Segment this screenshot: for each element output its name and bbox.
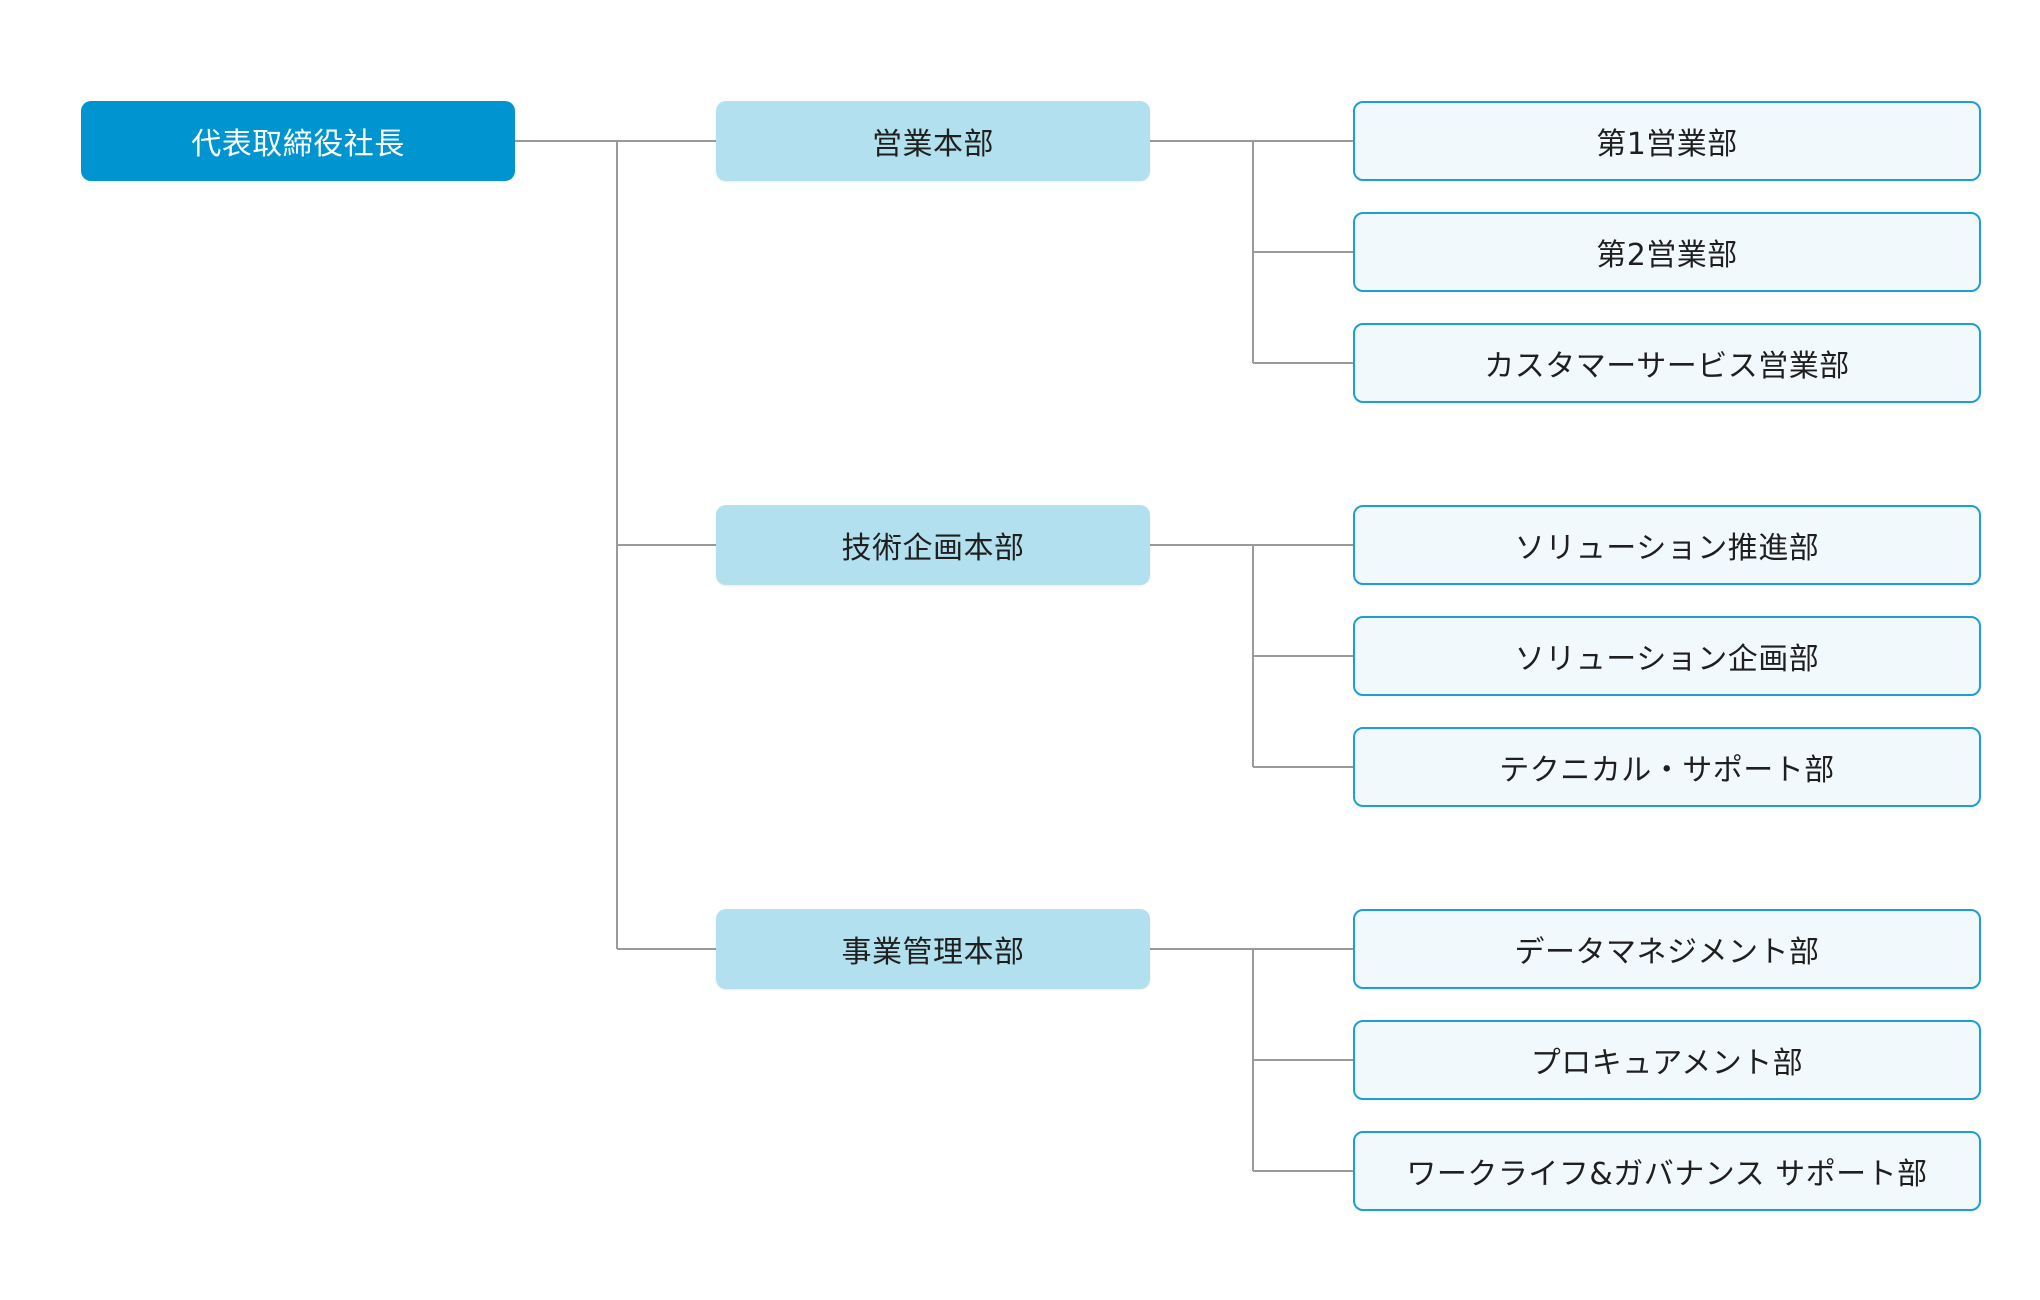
department-label: ソリューション推進部 [1514,531,1820,566]
department-box: ワークライフ&ガバナンス サポート部 [1353,1131,1981,1211]
department-box: ソリューション企画部 [1353,616,1981,696]
department-label: プロキュアメント部 [1530,1046,1804,1081]
department-label: カスタマーサービス営業部 [1484,349,1850,384]
department-box: プロキュアメント部 [1353,1020,1981,1100]
division-box-sales: 営業本部 [716,101,1150,181]
ceo-box: 代表取締役社長 [81,101,515,181]
department-label: データマネジメント部 [1514,935,1820,970]
division-box-business-management: 事業管理本部 [716,909,1150,989]
division-label: 営業本部 [872,127,994,162]
department-box: 第2営業部 [1353,212,1981,292]
department-box: テクニカル・サポート部 [1353,727,1981,807]
department-label: ソリューション企画部 [1514,642,1820,677]
department-label: 第1営業部 [1596,127,1738,162]
division-box-tech-planning: 技術企画本部 [716,505,1150,585]
department-label: テクニカル・サポート部 [1499,753,1835,788]
department-label: ワークライフ&ガバナンス サポート部 [1406,1157,1928,1192]
department-box: データマネジメント部 [1353,909,1981,989]
ceo-label: 代表取締役社長 [191,127,405,162]
department-box: カスタマーサービス営業部 [1353,323,1981,403]
department-box: ソリューション推進部 [1353,505,1981,585]
department-label: 第2営業部 [1596,238,1738,273]
division-label: 事業管理本部 [841,935,1025,970]
division-label: 技術企画本部 [841,531,1025,566]
department-box: 第1営業部 [1353,101,1981,181]
